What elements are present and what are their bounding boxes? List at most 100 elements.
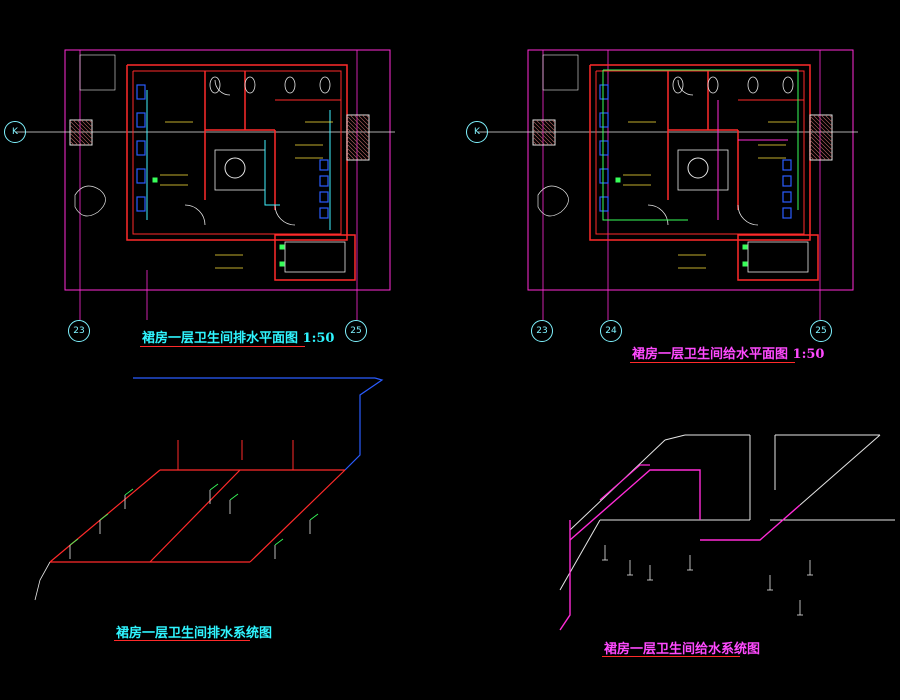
supply-plan-column-left-hatch xyxy=(539,119,556,136)
drain-plan-marker-0 xyxy=(279,244,285,250)
supply-plan-column-right-hatch xyxy=(809,115,833,139)
supply-plan-column-right-hatch xyxy=(824,114,833,123)
supply-plan-column-right-hatch xyxy=(809,143,827,161)
supply-system-hot-upper xyxy=(599,464,650,501)
supply-plan-toilet-0 xyxy=(672,76,684,94)
drain-plan-accessible-symbol xyxy=(224,157,246,179)
supply-plan-column-right-hatch xyxy=(809,123,833,147)
drain-plan-bath-outer xyxy=(274,234,356,281)
supply-plan-column-right-hatch xyxy=(812,114,833,135)
drain-system-tag-3 xyxy=(229,493,239,501)
drawing-layer xyxy=(15,49,895,631)
axis-25-left: 25 xyxy=(345,320,367,342)
drain-system-title-underline xyxy=(114,640,250,641)
supply-plan-toilet-1 xyxy=(707,76,719,94)
supply-plan-frame xyxy=(527,49,854,291)
drain-plan-fixture-r-0 xyxy=(319,159,329,171)
drain-plan-column-right-hatch xyxy=(346,147,360,161)
drain-plan-column-left-hatch xyxy=(69,128,87,146)
drain-plan-fixture-4 xyxy=(136,196,146,212)
drain-system-right-diagonal xyxy=(249,469,346,563)
supply-system-top-join xyxy=(664,434,686,441)
drain-plan-column-left-hatch xyxy=(76,119,93,136)
drain-plan-column-right-hatch xyxy=(361,114,370,123)
drain-plan-bath-inner xyxy=(284,241,346,273)
drain-system-tag-2 xyxy=(209,483,219,491)
drain-system-tag-6 xyxy=(309,513,319,521)
drain-plan-chair-sketch xyxy=(74,185,106,217)
supply-plan-fixture-r-3 xyxy=(782,207,792,219)
supply-plan-fixture-3 xyxy=(599,168,609,184)
drain-plan-column-left-hatch xyxy=(69,132,83,146)
drain-plan-column-left-hatch xyxy=(72,119,93,140)
supply-plan-marker-0 xyxy=(742,244,748,250)
supply-system-left-drop xyxy=(559,519,601,591)
axis-k-left: K xyxy=(4,121,26,143)
drain-plan-column-left-hatch xyxy=(88,119,93,124)
axis-23-left: 23 xyxy=(68,320,90,342)
supply-plan-bath-outer xyxy=(737,234,819,281)
drain-plan-column-right-hatch xyxy=(365,114,370,119)
supply-plan-column-right-hatch xyxy=(820,114,833,127)
drain-plan-marker-1 xyxy=(279,261,285,267)
drain-plan-drain-mid xyxy=(264,140,280,206)
drain-plan-toilet-0 xyxy=(209,76,221,94)
supply-plan-column-right-hatch xyxy=(809,151,819,161)
supply-plan-column-left-hatch xyxy=(532,140,538,146)
drain-plan-column-right-hatch xyxy=(346,127,370,151)
supply-plan-fixture-1 xyxy=(599,112,609,128)
supply-plan-outer-wall xyxy=(589,64,811,241)
drain-plan-frame xyxy=(64,49,391,291)
supply-plan-column-right-hatch xyxy=(828,114,833,119)
supply-plan-column-right-hatch xyxy=(809,139,831,161)
drain-system-outlet xyxy=(34,561,51,601)
supply-plan-column-left-hatch xyxy=(551,119,556,124)
drain-system-title: 裙房一层卫生间排水系统图 xyxy=(116,626,273,641)
drain-plan-column-right-hatch xyxy=(346,143,364,161)
drain-plan-door-arc-3 xyxy=(214,79,231,96)
supply-plan-column-left-hatch xyxy=(547,119,556,128)
drain-plan-toilet-3 xyxy=(319,76,331,94)
supply-plan-column-left-hatch xyxy=(532,132,546,146)
supply-plan-column-left-hatch xyxy=(532,124,554,146)
drain-plan-title-underline xyxy=(140,346,305,347)
drain-plan-fixture-r-2 xyxy=(319,191,329,203)
drain-plan-column-right-hatch xyxy=(346,119,370,143)
supply-plan-fixture-4 xyxy=(599,196,609,212)
supply-plan-toilet-3 xyxy=(782,76,794,94)
drain-plan-column-left-hatch xyxy=(69,136,79,146)
supply-plan-door-arc-2 xyxy=(737,204,759,226)
drain-plan-door-arc-2 xyxy=(274,204,296,226)
supply-system-title: 裙房一层卫生间给水系统图 xyxy=(604,642,761,657)
supply-plan-column-right-hatch xyxy=(809,155,815,161)
supply-plan-column-right-hatch xyxy=(809,131,833,155)
supply-plan-fixture-r-2 xyxy=(782,191,792,203)
drain-plan-furniture-top xyxy=(79,54,116,91)
drain-plan-fixture-r-1 xyxy=(319,175,329,187)
drain-plan-column-right-hatch xyxy=(346,155,352,161)
drain-plan-column-right-hatch xyxy=(346,151,356,161)
supply-system-title-underline xyxy=(602,656,740,657)
supply-plan-fixture-r-1 xyxy=(782,175,792,187)
supply-system-hot-branch xyxy=(700,504,801,541)
supply-plan-fixture-0 xyxy=(599,84,609,100)
supply-system-right-diag xyxy=(799,434,881,506)
drain-plan-column-right-hatch xyxy=(346,123,370,147)
drain-plan-column-right-hatch xyxy=(346,135,370,159)
axis-23-right: 23 xyxy=(531,320,553,342)
supply-plan-marker-1 xyxy=(742,261,748,267)
supply-plan-fixture-2 xyxy=(599,140,609,156)
drain-plan-accessible-box xyxy=(214,149,266,191)
drain-plan-column-right-hatch xyxy=(353,114,370,131)
drain-system-middle-diagonal xyxy=(149,469,241,563)
drain-system-tag-1 xyxy=(124,488,134,496)
supply-plan-toilet-2 xyxy=(747,76,759,94)
drain-plan-door-arc-1 xyxy=(184,204,206,226)
supply-plan-furniture-top xyxy=(542,54,579,91)
supply-plan-column-left-hatch xyxy=(532,128,550,146)
drain-plan-column-right-hatch xyxy=(349,114,370,135)
drain-plan-column-left-hatch xyxy=(84,119,93,128)
supply-system-hot-loop xyxy=(569,469,701,541)
axis-k-right: K xyxy=(466,121,488,143)
